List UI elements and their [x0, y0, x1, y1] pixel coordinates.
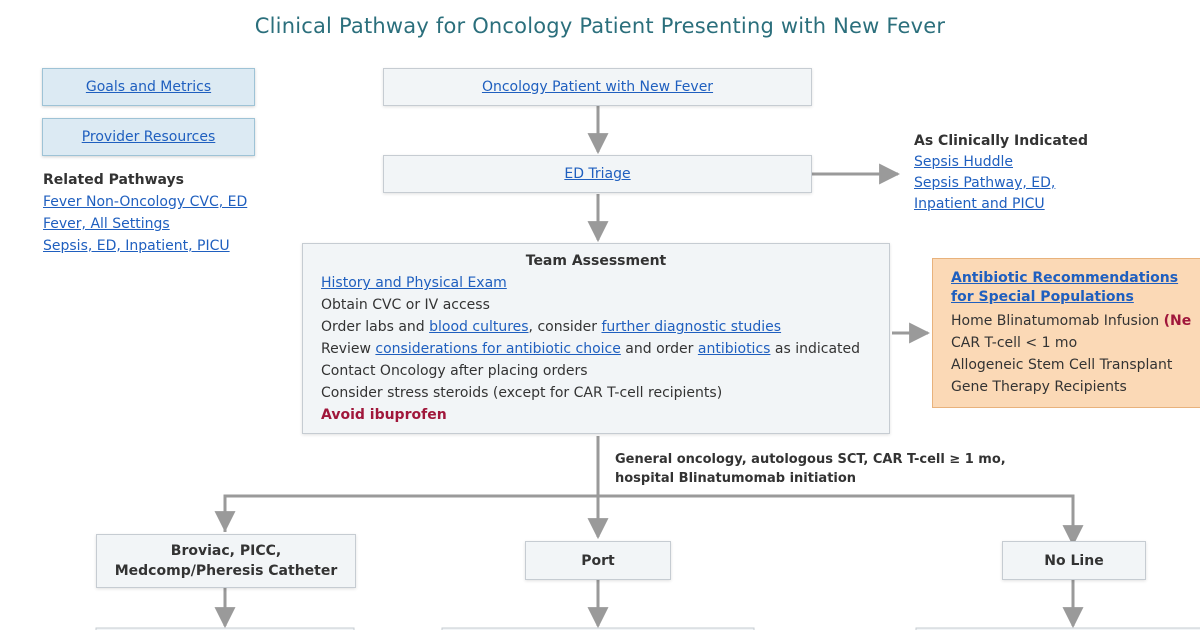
review-post-text: as indicated — [770, 341, 861, 357]
blinatumomab-text: Home Blinatumomab Infusion — [951, 313, 1164, 329]
port-box[interactable]: Port — [525, 541, 671, 580]
labs-step: Order labs and blood cultures, consider … — [321, 316, 889, 338]
triage-box[interactable]: ED Triage — [383, 155, 812, 193]
branch-criteria-line2: hospital Blinatumomab initiation — [615, 471, 857, 486]
goals-and-metrics-button[interactable]: Goals and Metrics — [42, 68, 255, 106]
branch-criteria-line1: General oncology, autologous SCT, CAR T-… — [615, 452, 1006, 467]
population-blinatumomab: Home Blinatumomab Infusion (Ne — [951, 310, 1200, 332]
review-step: Review considerations for antibiotic cho… — [321, 338, 889, 360]
related-link-fever-non-oncology[interactable]: Fever Non-Oncology CVC, ED — [43, 194, 248, 210]
broviac-picc-box[interactable]: Broviac, PICC, Medcomp/Pheresis Catheter — [96, 534, 356, 588]
sepsis-huddle-link[interactable]: Sepsis Huddle — [914, 154, 1013, 170]
broviac-line2: Medcomp/Pheresis Catheter — [114, 563, 338, 579]
next-box-middle-edge — [441, 627, 755, 630]
goals-and-metrics-link[interactable]: Goals and Metrics — [85, 79, 212, 95]
pathway-title: Clinical Pathway for Oncology Patient Pr… — [254, 14, 946, 38]
clinically-indicated: As Clinically Indicated Sepsis Huddle Se… — [914, 131, 1088, 215]
related-link-fever-all-settings[interactable]: Fever, All Settings — [43, 216, 170, 232]
branch-criteria-label: General oncology, autologous SCT, CAR T-… — [615, 450, 1006, 488]
antibiotic-recommendations-link[interactable]: Antibiotic Recommendations — [951, 270, 1179, 286]
broviac-line1: Broviac, PICC, — [170, 543, 282, 559]
port-label: Port — [581, 552, 615, 569]
no-line-box[interactable]: No Line — [1002, 541, 1146, 580]
antibiotics-link[interactable]: antibiotics — [697, 341, 771, 357]
provider-resources-link[interactable]: Provider Resources — [81, 129, 216, 145]
labs-text: Order labs and — [321, 319, 430, 335]
next-box-left-edge — [95, 627, 355, 630]
blood-cultures-link[interactable]: blood cultures — [429, 319, 529, 335]
review-text: Review — [321, 341, 376, 357]
related-pathways: Related Pathways Fever Non-Oncology CVC,… — [43, 169, 247, 257]
team-assessment-box: Team Assessment History and Physical Exa… — [302, 243, 890, 434]
triage-link[interactable]: ED Triage — [564, 166, 631, 182]
labs-mid-text: , consider — [528, 319, 602, 335]
access-step: Obtain CVC or IV access — [321, 297, 490, 313]
antibiotic-special-populations-box: Antibiotic Recommendations for Special P… — [932, 258, 1200, 408]
diagnostic-studies-link[interactable]: further diagnostic studies — [601, 319, 782, 335]
special-populations-link[interactable]: for Special Populations — [951, 289, 1134, 305]
start-box[interactable]: Oncology Patient with New Fever — [383, 68, 812, 106]
team-assessment-header: Team Assessment — [525, 253, 667, 269]
clinically-indicated-header: As Clinically Indicated — [914, 133, 1088, 149]
history-physical-link[interactable]: History and Physical Exam — [321, 275, 507, 291]
next-box-right-edge — [915, 627, 1200, 630]
population-car-t: CAR T-cell < 1 mo — [951, 335, 1078, 351]
antibiotic-choice-link[interactable]: considerations for antibiotic choice — [375, 341, 621, 357]
related-link-sepsis[interactable]: Sepsis, ED, Inpatient, PICU — [43, 238, 230, 254]
new-flag: (Ne — [1163, 313, 1192, 329]
related-pathways-header: Related Pathways — [43, 172, 185, 188]
no-line-label: No Line — [1044, 552, 1104, 569]
contact-step: Contact Oncology after placing orders — [321, 363, 588, 379]
sepsis-pathway-link-line1[interactable]: Sepsis Pathway, ED, — [914, 175, 1056, 191]
provider-resources-button[interactable]: Provider Resources — [42, 118, 255, 156]
population-gene-therapy: Gene Therapy Recipients — [951, 379, 1127, 395]
avoid-ibuprofen-alert: Avoid ibuprofen — [321, 407, 447, 423]
sepsis-pathway-link-line2[interactable]: Inpatient and PICU — [914, 196, 1045, 212]
review-mid-text: and order — [620, 341, 698, 357]
start-link[interactable]: Oncology Patient with New Fever — [481, 79, 714, 95]
population-allogeneic-sct: Allogeneic Stem Cell Transplant — [951, 357, 1173, 373]
steroids-step: Consider stress steroids (except for CAR… — [321, 385, 723, 401]
